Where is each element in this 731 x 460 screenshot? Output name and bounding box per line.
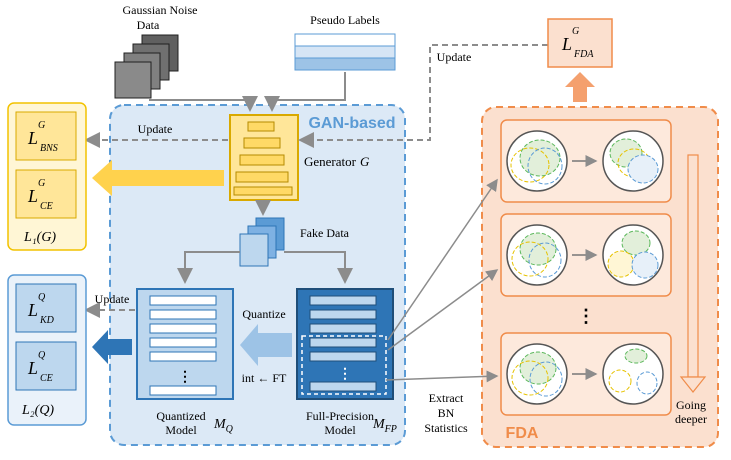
l-fda-sub: FDA bbox=[573, 49, 594, 60]
gaussian-noise-label-1: Gaussian Noise bbox=[123, 3, 198, 17]
l-fda-sup: G bbox=[572, 26, 579, 37]
l-ce-q-box bbox=[15, 341, 77, 391]
update-left-label: Update bbox=[138, 122, 173, 136]
l2-label: L₂(Q) bbox=[21, 403, 54, 418]
l-bns-main: L bbox=[27, 128, 38, 148]
fake-to-q-arrow bbox=[177, 251, 240, 284]
l-kd-box bbox=[15, 283, 77, 333]
fda-panel-3 bbox=[500, 332, 672, 416]
l-ce-g-sub: CE bbox=[40, 201, 53, 212]
extract-label-2: BN bbox=[438, 406, 455, 420]
quantize-label: Quantize bbox=[242, 307, 285, 321]
quantized-ellipsis: ⋮ bbox=[178, 370, 192, 385]
quantize-arrow bbox=[240, 324, 292, 366]
int-ft-label: int ← FT bbox=[242, 371, 287, 385]
bn-arrow-3 bbox=[385, 370, 499, 383]
fda-title: FDA bbox=[506, 425, 539, 442]
l-bns-sub: BNS bbox=[40, 143, 58, 154]
generator-loss-arrow bbox=[92, 160, 224, 196]
update-right-label: Update bbox=[437, 50, 472, 64]
fda-update-arrow bbox=[298, 44, 548, 148]
l-fda-box bbox=[547, 18, 613, 68]
gaussian-noise-label-2: Data bbox=[137, 18, 160, 32]
extract-label-3: Statistics bbox=[424, 421, 468, 435]
quantized-layers-icon bbox=[149, 295, 217, 396]
fda-panel-1 bbox=[500, 119, 672, 203]
quantized-loss-arrow bbox=[92, 330, 132, 364]
fake-to-fp-arrow bbox=[284, 251, 353, 284]
fake-data-icon bbox=[239, 217, 285, 267]
noise-to-gen-arrow bbox=[149, 96, 258, 112]
l-ce-q-main: L bbox=[27, 358, 38, 378]
fp-ellipsis: ⋮ bbox=[338, 367, 352, 382]
l-kd-main: L bbox=[27, 300, 38, 320]
l-ce-q-sub: CE bbox=[40, 373, 53, 384]
going-deeper-label-2: deeper bbox=[675, 412, 707, 426]
quantized-model-label-2: Model bbox=[165, 423, 197, 437]
l-ce-q-sup: Q bbox=[38, 350, 46, 361]
fp-model-label-1: Full-Precision bbox=[306, 409, 374, 423]
l-bns-sup: G bbox=[38, 120, 45, 131]
gaussian-noise-icon bbox=[114, 34, 179, 99]
bn-arrow-1 bbox=[387, 178, 498, 341]
fda-panels-ellipsis: ⋮ bbox=[577, 306, 595, 326]
l-kd-sup: Q bbox=[38, 292, 46, 303]
l-bns-box bbox=[15, 111, 77, 161]
labels-to-gen-arrow bbox=[264, 72, 346, 112]
l-ce-g-box bbox=[15, 169, 77, 219]
bn-stats-selection bbox=[301, 335, 387, 395]
fda-up-arrow bbox=[565, 72, 595, 102]
fake-data-label: Fake Data bbox=[300, 226, 350, 240]
l-fda-main: L bbox=[561, 34, 572, 54]
bn-arrow-2 bbox=[387, 269, 499, 351]
going-deeper-arrow bbox=[679, 154, 707, 393]
l1-label: L₁(G) bbox=[23, 230, 56, 245]
fp-model-label-2: Model bbox=[324, 423, 356, 437]
l-kd-sub: KD bbox=[39, 315, 55, 326]
mq-label: MQ bbox=[213, 417, 234, 435]
l-ce-g-sup: G bbox=[38, 178, 45, 189]
gan-title: GAN-based bbox=[308, 115, 395, 132]
update-q-label: Update bbox=[95, 292, 130, 306]
pseudo-labels-label: Pseudo Labels bbox=[310, 13, 380, 27]
l-ce-g-main: L bbox=[27, 186, 38, 206]
going-deeper-label-1: Going bbox=[676, 398, 706, 412]
quantized-model-label-1: Quantized bbox=[156, 409, 205, 423]
fda-panel-2 bbox=[500, 213, 672, 297]
extract-label-1: Extract bbox=[429, 391, 464, 405]
pseudo-labels-icon bbox=[294, 33, 396, 71]
fp-layers-icon bbox=[309, 295, 377, 392]
mfp-label: MFP bbox=[372, 417, 397, 435]
generator-layers-icon bbox=[233, 121, 293, 196]
